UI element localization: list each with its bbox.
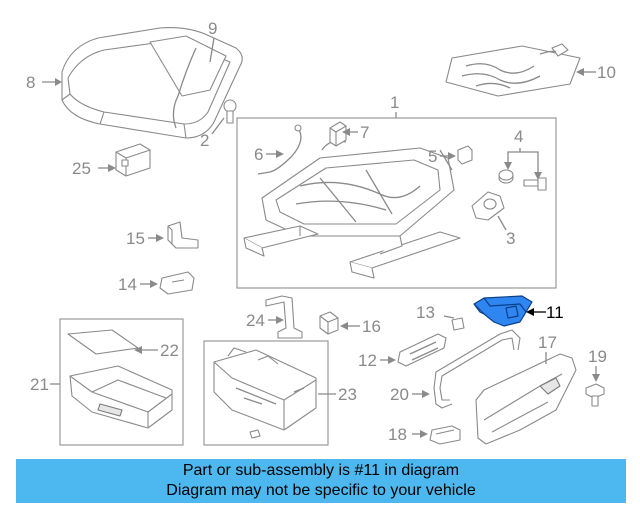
knob-part-3 xyxy=(471,191,505,221)
trim-part-12 xyxy=(397,333,447,367)
lower-tray-group-box xyxy=(203,340,329,446)
bolt-part-2 xyxy=(223,99,237,124)
clip-part-5 xyxy=(457,145,473,165)
callout-12: 12 xyxy=(358,351,377,370)
banner-line-part-number: Part or sub-assembly is #11 in diagram xyxy=(182,462,460,479)
screw-part-19 xyxy=(585,383,605,407)
seat-frame-part xyxy=(243,140,461,279)
side-panel-part-17 xyxy=(475,353,577,445)
callout-1: 1 xyxy=(390,93,399,112)
callout-17: 17 xyxy=(538,333,557,352)
bolt-part-4 xyxy=(523,177,547,191)
seat-cushion-part xyxy=(61,27,243,139)
callout-14: 14 xyxy=(118,275,137,294)
callout-25: 25 xyxy=(72,159,91,178)
callout-20: 20 xyxy=(390,385,409,404)
callout-5: 5 xyxy=(428,147,437,166)
callout-11: 11 xyxy=(546,303,564,322)
callout-6: 6 xyxy=(254,145,263,164)
callout-7: 7 xyxy=(360,123,369,142)
callout-2: 2 xyxy=(200,131,209,150)
module-part-25 xyxy=(115,143,151,177)
clip-part-7 xyxy=(329,121,347,147)
callout-22: 22 xyxy=(160,341,179,360)
callout-3: 3 xyxy=(506,229,515,248)
bracket-part-15 xyxy=(167,221,199,249)
banner-line-disclaimer: Diagram may not be specific to your vehi… xyxy=(166,482,476,499)
callout-13: 13 xyxy=(416,303,435,322)
callout-21: 21 xyxy=(30,375,49,394)
mat-part-22 xyxy=(67,329,139,355)
callout-16: 16 xyxy=(362,317,381,336)
nut-part-4 xyxy=(498,169,514,184)
tray-part-23 xyxy=(213,347,317,439)
tray-part-21 xyxy=(69,365,173,429)
clip-part-16 xyxy=(319,311,339,335)
info-banner: Part or sub-assembly is #11 in diagram D… xyxy=(16,459,626,503)
parts-diagram: 8 9 2 10 25 1 6 xyxy=(26,19,616,446)
heater-pad-part-10 xyxy=(445,43,581,97)
callout-23: 23 xyxy=(338,385,357,404)
wire-frame-part-20 xyxy=(433,329,521,409)
clip-part-13 xyxy=(451,317,465,331)
callout-15: 15 xyxy=(126,229,145,248)
cover-part-14 xyxy=(159,271,195,295)
bracket-part-18 xyxy=(429,425,461,445)
callout-9: 9 xyxy=(208,19,217,38)
callout-8: 8 xyxy=(26,73,35,92)
callout-18: 18 xyxy=(388,425,407,444)
callout-10: 10 xyxy=(597,63,616,82)
highlighted-part-11 xyxy=(473,295,533,327)
callout-19: 19 xyxy=(588,347,607,366)
cable-part-6 xyxy=(257,127,302,175)
callout-24: 24 xyxy=(246,311,265,330)
callout-4: 4 xyxy=(514,127,523,146)
tray-group-box xyxy=(59,318,184,446)
bracket-part-24 xyxy=(265,295,303,339)
